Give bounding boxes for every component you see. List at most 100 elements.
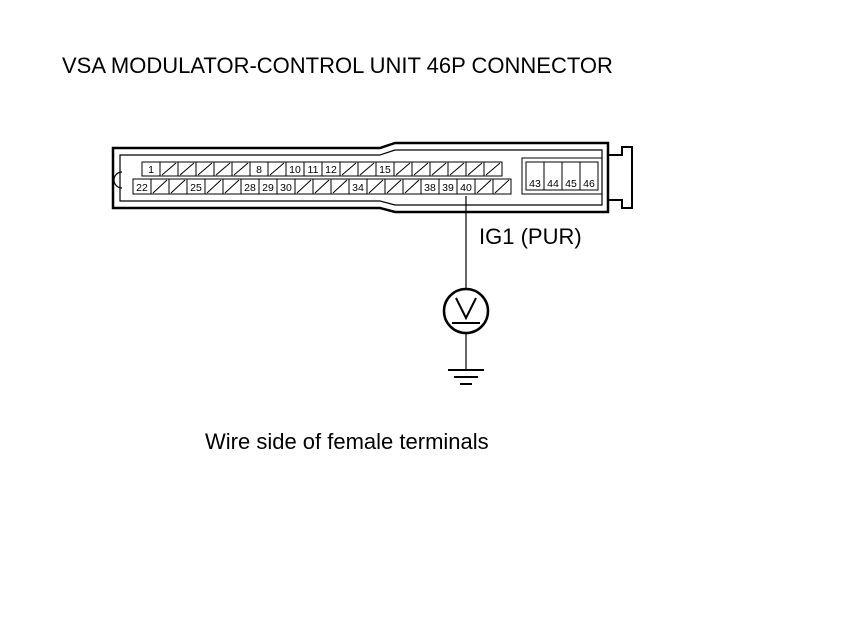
terminal-row-bottom: 22 25 28 29 30 34 38 39 40 bbox=[132, 178, 512, 195]
voltmeter-v-glyph bbox=[455, 297, 477, 321]
ground-icon bbox=[448, 369, 484, 385]
terminal-bottom-15 bbox=[384, 178, 404, 195]
terminal-bottom-18: 39 bbox=[438, 178, 458, 195]
unused-terminal-slash bbox=[494, 179, 510, 194]
terminal-top-label: 10 bbox=[289, 164, 301, 176]
terminal-bottom-17: 38 bbox=[420, 178, 440, 195]
terminal-top-6 bbox=[231, 161, 251, 177]
terminal-top-label: 15 bbox=[379, 164, 391, 176]
unused-terminal-slash bbox=[341, 162, 357, 176]
terminal-top-1: 1 bbox=[141, 161, 161, 177]
terminal-right-label: 43 bbox=[529, 178, 541, 190]
voltmeter-symbol bbox=[442, 287, 490, 335]
unused-terminal-slash bbox=[215, 162, 231, 176]
terminal-bottom-13: 34 bbox=[348, 178, 368, 195]
unused-terminal-slash bbox=[386, 179, 402, 194]
terminal-top-17 bbox=[429, 161, 449, 177]
unused-terminal-slash bbox=[467, 162, 483, 176]
right-block-frame bbox=[521, 157, 603, 195]
terminal-bottom-9: 30 bbox=[276, 178, 296, 195]
unused-terminal-slash bbox=[179, 162, 195, 176]
terminal-bottom-7: 28 bbox=[240, 178, 260, 195]
terminal-top-label: 8 bbox=[256, 164, 262, 176]
unused-terminal-slash bbox=[161, 162, 177, 176]
terminal-bottom-label: 29 bbox=[262, 182, 274, 194]
unused-terminal-slash bbox=[476, 179, 492, 194]
terminal-right-label: 46 bbox=[583, 178, 595, 190]
unused-terminal-slash bbox=[449, 162, 465, 176]
terminal-bottom-label: 40 bbox=[460, 182, 472, 194]
unused-terminal-slash bbox=[359, 162, 375, 176]
terminal-top-20 bbox=[483, 161, 503, 177]
terminal-top-5 bbox=[213, 161, 233, 177]
unused-terminal-slash bbox=[197, 162, 213, 176]
terminal-bottom-12 bbox=[330, 178, 350, 195]
unused-terminal-slash bbox=[269, 162, 285, 176]
terminal-right-label: 45 bbox=[565, 178, 577, 190]
terminal-bottom-label: 39 bbox=[442, 182, 454, 194]
terminal-bottom-10 bbox=[294, 178, 314, 195]
diagram-caption: Wire side of female terminals bbox=[205, 429, 489, 454]
terminal-bottom-11 bbox=[312, 178, 332, 195]
unused-terminal-slash bbox=[224, 179, 240, 194]
terminal-bottom-5 bbox=[204, 178, 224, 195]
terminal-top-4 bbox=[195, 161, 215, 177]
terminal-top-label: 12 bbox=[325, 164, 337, 176]
terminal-bottom-14 bbox=[366, 178, 386, 195]
terminal-top-13 bbox=[357, 161, 377, 177]
terminal-top-11: 12 bbox=[321, 161, 341, 177]
terminal-top-18 bbox=[447, 161, 467, 177]
diagram-title: VSA MODULATOR-CONTROL UNIT 46P CONNECTOR bbox=[62, 53, 613, 78]
terminal-top-19 bbox=[465, 161, 485, 177]
terminal-bottom-label: 22 bbox=[136, 182, 148, 194]
probe-circuit bbox=[442, 196, 490, 385]
housing-key bbox=[113, 171, 123, 189]
terminal-right-3: 45 bbox=[561, 161, 581, 191]
terminal-block-right: 43 44 45 46 bbox=[521, 157, 603, 195]
terminal-bottom-4: 25 bbox=[186, 178, 206, 195]
unused-terminal-slash bbox=[233, 162, 249, 176]
terminal-right-2: 44 bbox=[543, 161, 563, 191]
terminal-bottom-label: 28 bbox=[244, 182, 256, 194]
terminal-bottom-1: 22 bbox=[132, 178, 152, 195]
wire-label-ig1: IG1 (PUR) bbox=[479, 224, 582, 249]
terminal-right-1: 43 bbox=[525, 161, 545, 191]
unused-terminal-slash bbox=[485, 162, 501, 176]
unused-terminal-slash bbox=[368, 179, 384, 194]
terminal-bottom-label: 25 bbox=[190, 182, 202, 194]
terminal-bottom-8: 29 bbox=[258, 178, 278, 195]
terminal-bottom-label: 34 bbox=[352, 182, 364, 194]
unused-terminal-slash bbox=[404, 179, 420, 194]
terminal-top-12 bbox=[339, 161, 359, 177]
unused-terminal-slash bbox=[170, 179, 186, 194]
unused-terminal-slash bbox=[395, 162, 411, 176]
terminal-right-label: 44 bbox=[547, 178, 559, 190]
terminal-top-15 bbox=[393, 161, 413, 177]
unused-terminal-slash bbox=[431, 162, 447, 176]
terminal-bottom-label: 30 bbox=[280, 182, 292, 194]
terminal-bottom-21 bbox=[492, 178, 512, 195]
unused-terminal-slash bbox=[413, 162, 429, 176]
housing-inner bbox=[119, 149, 603, 206]
unused-terminal-slash bbox=[332, 179, 348, 194]
unused-terminal-slash bbox=[314, 179, 330, 194]
terminal-top-7: 8 bbox=[249, 161, 269, 177]
terminal-bottom-19: 40 bbox=[456, 178, 476, 195]
terminal-top-label: 1 bbox=[148, 164, 154, 176]
terminal-bottom-3 bbox=[168, 178, 188, 195]
housing-latch bbox=[608, 146, 633, 209]
housing-outline bbox=[111, 141, 610, 214]
terminal-bottom-2 bbox=[150, 178, 170, 195]
terminal-top-label: 11 bbox=[308, 164, 319, 176]
terminal-top-10: 11 bbox=[303, 161, 323, 177]
terminal-top-8 bbox=[267, 161, 287, 177]
terminal-row-top: 1 8 10 11 12 15 bbox=[141, 161, 503, 177]
terminal-top-2 bbox=[159, 161, 179, 177]
unused-terminal-slash bbox=[296, 179, 312, 194]
terminal-bottom-20 bbox=[474, 178, 494, 195]
terminal-top-14: 15 bbox=[375, 161, 395, 177]
terminal-right-4: 46 bbox=[579, 161, 599, 191]
terminal-bottom-label: 38 bbox=[424, 182, 436, 194]
connector-housing bbox=[111, 141, 633, 214]
